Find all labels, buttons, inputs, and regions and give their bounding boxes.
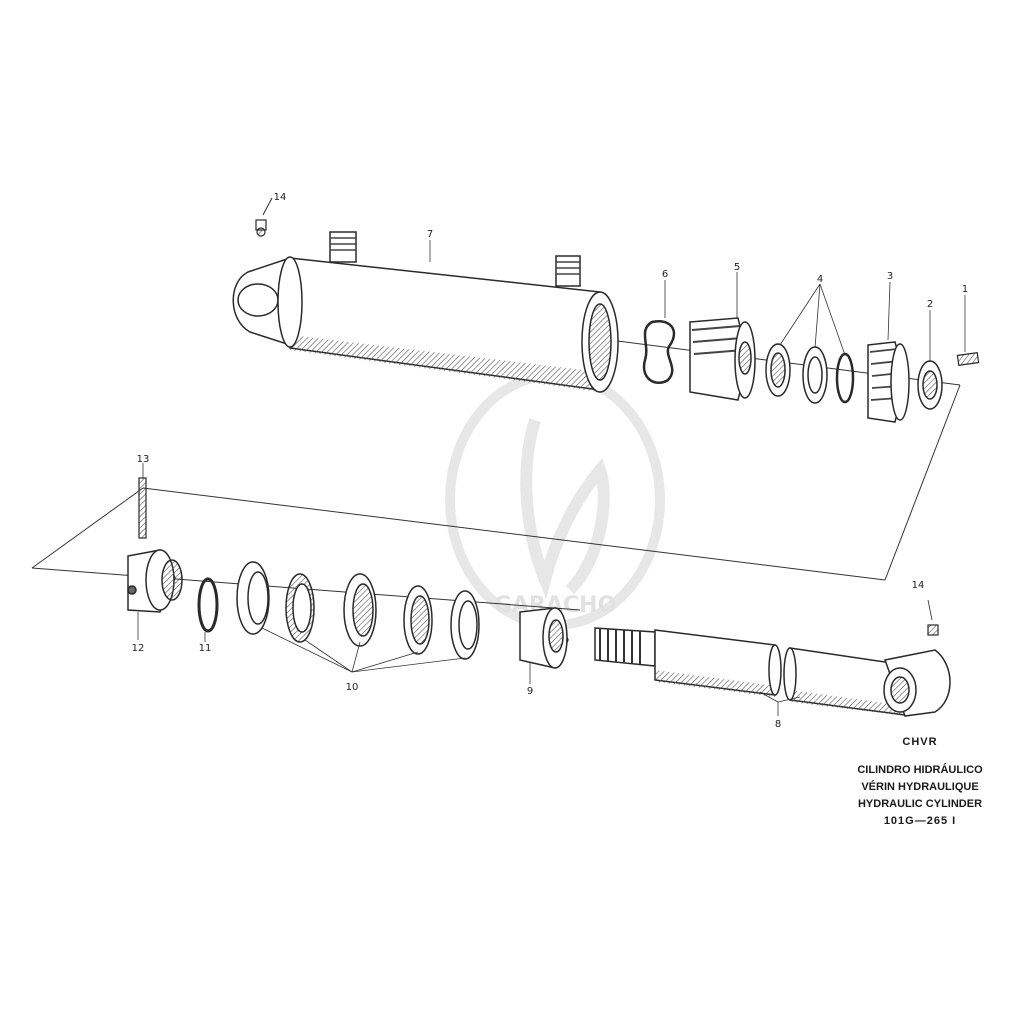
piston-rod-8 [594,627,951,717]
gland-5 [689,317,756,401]
piston-3 [867,341,910,423]
nut-2 [917,360,943,410]
lower-leader-lines [137,463,801,716]
callout-5: 5 [734,262,740,273]
grease-nipple-lower [927,599,939,636]
pin-1 [956,351,980,367]
callout-10: 10 [346,682,359,693]
callout-6: 6 [662,269,668,280]
upper-leader-lines [429,240,966,362]
title-english: HYDRAULIC CYLINDER [857,798,983,810]
title-french: VÉRIN HYDRAULIQUE [861,781,979,793]
title-block: CHVR CILINDRO HIDRÁULICO VÉRIN HYDRAULIQ… [830,736,1010,827]
bushing-9 [519,607,569,669]
ring-11 [197,577,219,633]
callout-4: 4 [817,274,823,285]
grease-nipple-upper [255,197,273,237]
callout-11: 11 [199,643,212,654]
part-reference: 101G—265 I [883,815,957,827]
seal-set-4 [765,343,855,404]
end-cap-12 [127,549,183,613]
callout-3: 3 [887,271,893,282]
callout-14-lower: 14 [912,580,925,591]
callout-9: 9 [527,686,533,697]
callout-12: 12 [132,643,145,654]
callout-labels: 1 2 3 4 5 6 7 14 13 12 11 10 9 8 14 [132,192,969,730]
title-spanish: CILINDRO HIDRÁULICO [857,764,983,776]
callout-14-upper: 14 [274,192,287,203]
cylinder-barrel [232,231,619,393]
callout-1: 1 [962,284,968,295]
callout-2: 2 [927,299,933,310]
o-ring-6 [642,319,676,385]
callout-7: 7 [427,229,433,240]
callout-8: 8 [775,719,781,730]
seal-set-10 [236,561,480,660]
callout-13: 13 [137,454,150,465]
model-code: CHVR [902,736,938,748]
pin-13 [138,477,147,539]
watermark-logo: GARACHO [445,370,665,630]
